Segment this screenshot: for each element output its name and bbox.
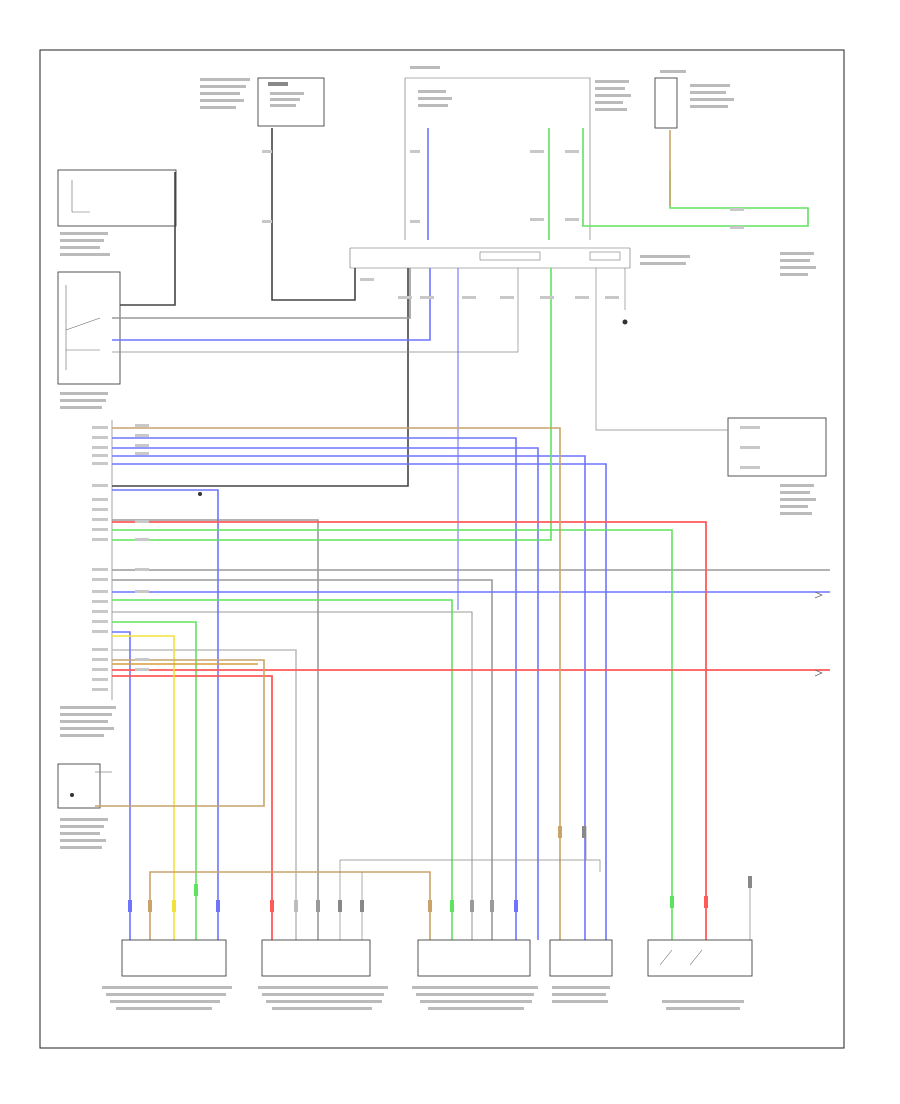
bottom-connector-4 <box>549 939 613 1003</box>
wires-green <box>112 128 809 940</box>
bottom-connector-3 <box>412 939 538 1010</box>
left-main-module <box>60 420 116 737</box>
bottom-pin-markers <box>128 826 752 912</box>
module-pin-labels <box>92 424 149 691</box>
diagram-border <box>39 49 845 1049</box>
wires-blue <box>112 128 830 940</box>
bottom-connector-2 <box>258 939 388 1010</box>
bottom-connector-5 <box>647 939 753 1010</box>
wires-thin <box>95 268 751 940</box>
wires-dark <box>112 128 830 940</box>
top-center-component <box>404 66 631 240</box>
right-edge-arrows <box>814 591 823 677</box>
wires-red <box>112 521 830 940</box>
junction-connector-bar <box>349 247 816 276</box>
wires-yellow <box>95 130 671 940</box>
left-lower-switch <box>57 763 108 849</box>
left-mid-switch <box>57 271 121 409</box>
bottom-connector-1 <box>102 939 232 1010</box>
top-left-component <box>200 77 325 127</box>
splice-point <box>198 492 202 496</box>
ground-point <box>622 319 628 325</box>
top-right-component <box>654 70 734 129</box>
connector-pin-tags <box>262 150 760 469</box>
left-upper-switch <box>57 169 177 256</box>
